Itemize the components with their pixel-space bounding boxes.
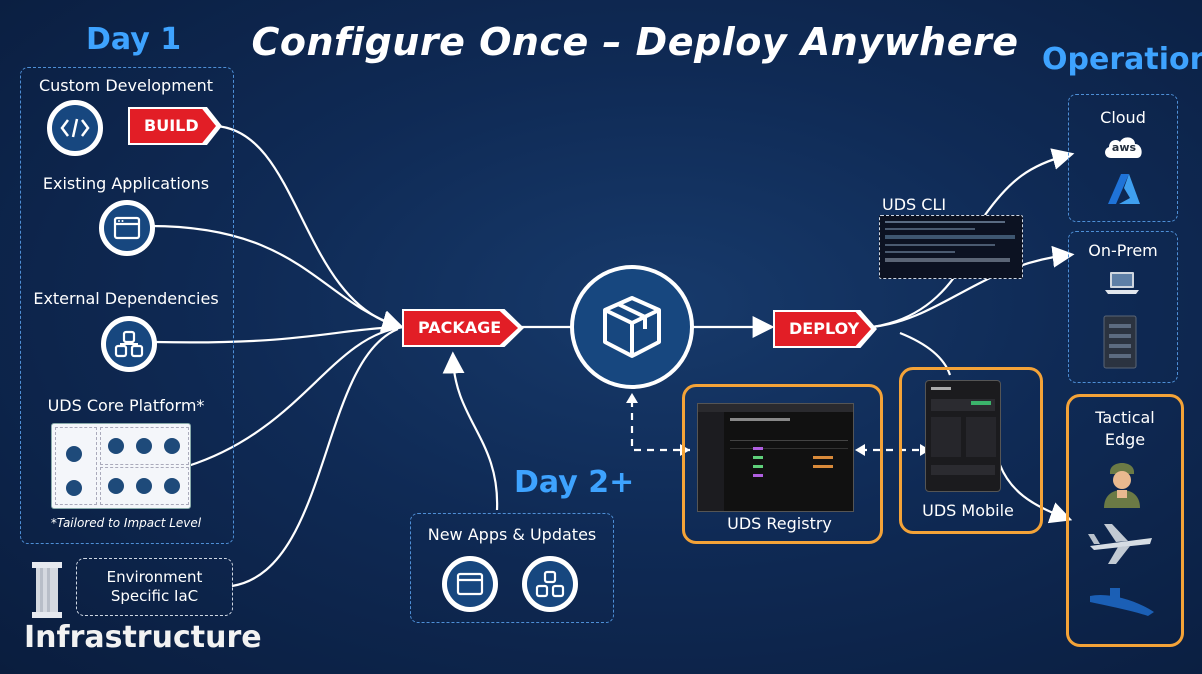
server-icon [1100,312,1140,370]
azure-icon [1107,172,1141,206]
pillar-icon [32,560,62,620]
uds-registry-screenshot [697,403,854,512]
existing-applications-label: Existing Applications [42,174,210,193]
external-dependencies-label: External Dependencies [33,289,219,308]
cloud-box: Cloud [1068,94,1178,222]
page-title: Configure Once – Deploy Anywhere [251,20,1019,64]
uds-cli-screenshot [879,215,1023,279]
laptop-icon [1104,270,1140,296]
dependency-icon [101,316,157,372]
window-icon [99,200,155,256]
day1-box [20,67,234,544]
tailored-footnote: *Tailored to Impact Level [50,516,202,530]
uds-registry-label: UDS Registry [727,514,832,533]
uds-mobile-label: UDS Mobile [922,501,1014,520]
onprem-box: On-Prem [1068,231,1178,383]
infrastructure-header: Infrastructure [24,620,262,655]
operations-header: Operations [1042,42,1202,77]
soldier-icon [1100,458,1144,508]
uds-registry-box [682,384,883,544]
build-tag: BUILD [128,107,222,145]
uds-core-thumbnail [51,423,191,509]
jet-icon [1086,520,1156,566]
submarine-icon [1088,576,1156,620]
box-icon [574,269,690,385]
aws-icon: aws [1101,132,1147,162]
uds-cli-label: UDS CLI [882,195,947,214]
uds-mobile-screenshot [925,380,1001,492]
package-cube [570,265,694,389]
uds-core-platform-label: UDS Core Platform* [47,396,205,415]
package-tag: PACKAGE [402,309,524,347]
uds-mobile-box [899,367,1043,534]
day2-box: New Apps & Updates [410,513,614,623]
iac-box: Environment Specific IaC [76,558,233,616]
window-icon [442,556,498,612]
day1-header: Day 1 [86,22,182,57]
dependency-icon [522,556,578,612]
custom-development-label: Custom Development [38,76,214,95]
code-icon [47,100,103,156]
deploy-tag: DEPLOY [773,310,877,348]
day2-header: Day 2+ [514,465,635,500]
